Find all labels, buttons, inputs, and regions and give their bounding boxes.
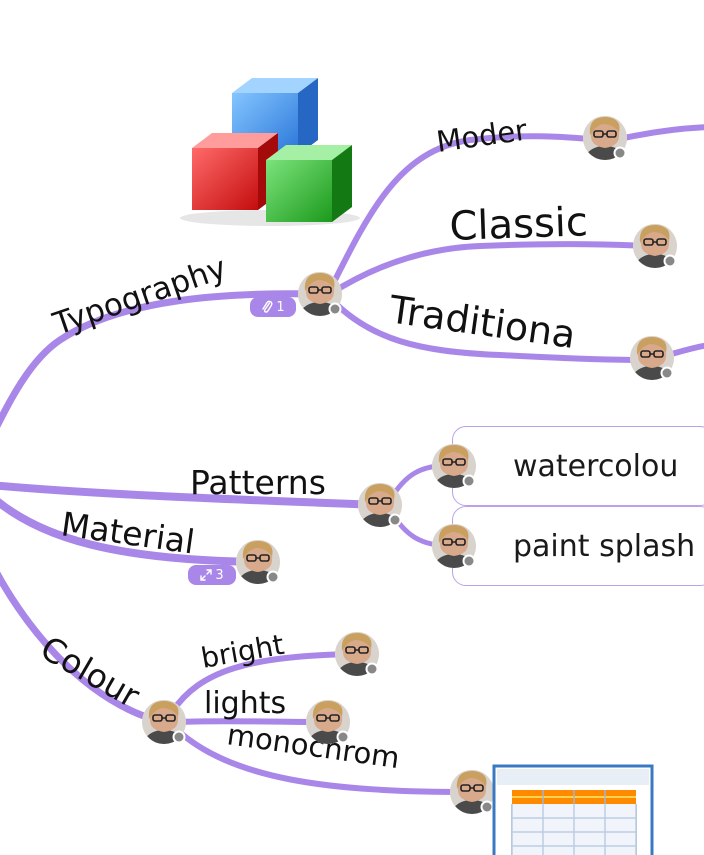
node-bright[interactable]: bright: [198, 628, 286, 675]
avatar-icon[interactable]: [236, 540, 280, 584]
collapsed-children-badge[interactable]: 3: [188, 565, 236, 585]
branch-modern-ext: [612, 124, 704, 143]
avatar-icon[interactable]: [583, 116, 627, 160]
branch-traditional: [327, 295, 653, 363]
avatar-icon[interactable]: [450, 770, 494, 814]
expand-icon: [200, 569, 213, 581]
branch-monochrome: [172, 725, 473, 795]
branch-bright: [169, 651, 358, 715]
avatar-icon[interactable]: [335, 632, 379, 676]
spreadsheet-image[interactable]: [492, 764, 654, 855]
cubes-image[interactable]: [180, 78, 360, 226]
avatar-icon[interactable]: [298, 272, 342, 316]
node-paint-splash-label: paint splash: [513, 528, 696, 564]
branch-modern: [327, 133, 603, 293]
node-watercolour-label: watercolou: [513, 448, 679, 484]
paperclip-icon: [262, 300, 273, 313]
avatar-icon[interactable]: [633, 224, 677, 268]
branch-patterns: [0, 481, 382, 509]
branch-colour: [0, 571, 166, 726]
collapsed-count: 3: [215, 567, 224, 583]
node-lights[interactable]: lights: [204, 686, 286, 721]
avatar-icon[interactable]: [358, 483, 402, 527]
node-colour[interactable]: Colour: [34, 628, 147, 716]
node-patterns[interactable]: Patterns: [190, 463, 326, 502]
branch-classic: [327, 241, 653, 297]
node-modern[interactable]: Moder: [434, 113, 529, 159]
node-paint-splash[interactable]: paint splash: [452, 506, 704, 586]
avatar-icon[interactable]: [630, 336, 674, 380]
node-classic[interactable]: Classic: [449, 199, 589, 250]
avatar-icon[interactable]: [142, 700, 186, 744]
avatar-icon[interactable]: [306, 700, 350, 744]
attachment-count: 1: [276, 299, 285, 315]
branch-typography: [0, 290, 324, 428]
branch-material: [0, 498, 262, 566]
attachment-badge[interactable]: 1: [250, 297, 296, 317]
node-watercolour[interactable]: watercolou: [452, 426, 704, 506]
